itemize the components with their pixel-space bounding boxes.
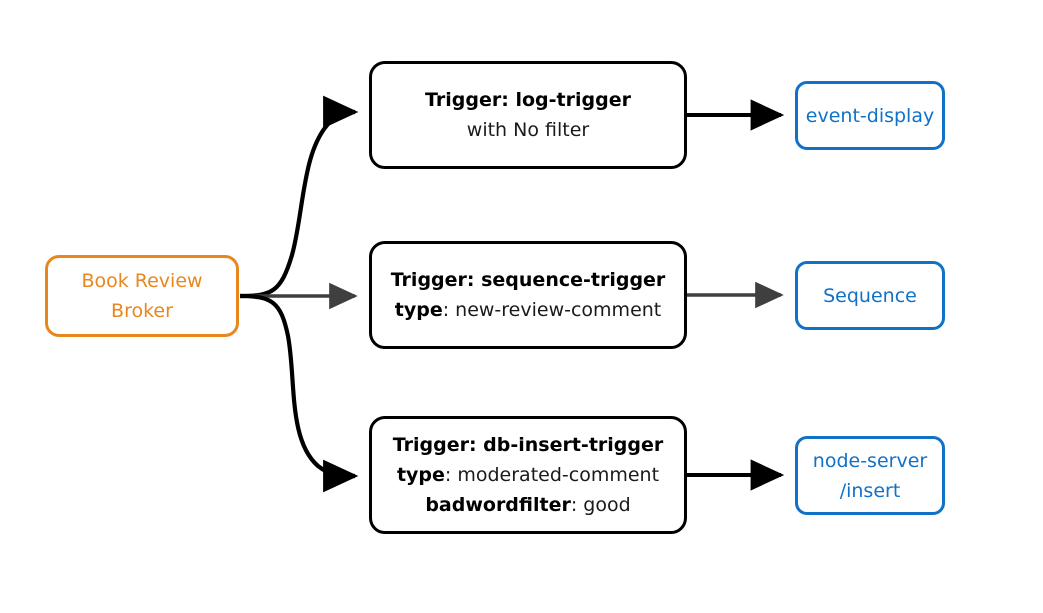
node-trigger-sequence-trigger[interactable]: Trigger: sequence-trigger type: new-revi… [369, 241, 687, 349]
target-sequence-label: Sequence [823, 284, 917, 307]
trigger-log-trigger-detail-1: with No filter [467, 115, 589, 145]
trigger-db-insert-trigger-detail-2: badwordfilter: good [425, 490, 630, 520]
trigger-sequence-trigger-title: Trigger: sequence-trigger [390, 269, 666, 291]
target-node-server-label-line2: /insert [839, 479, 901, 502]
node-target-sequence[interactable]: Sequence [795, 261, 945, 330]
trigger-sequence-trigger-detail-1: type: new-review-comment [395, 295, 662, 325]
broker-label-line2: Broker [111, 300, 173, 322]
target-event-display-label: event-display [805, 104, 935, 127]
broker-label-line1: Book Review [81, 270, 203, 292]
trigger-db-insert-trigger-title: Trigger: db-insert-trigger [392, 434, 664, 456]
trigger-sequence-trigger-detail-1-value: : new-review-comment [442, 299, 662, 321]
node-target-event-display[interactable]: event-display [795, 81, 945, 150]
trigger-db-insert-trigger-detail-2-value: : good [570, 494, 631, 516]
trigger-db-insert-trigger-detail-1: type: moderated-comment [397, 460, 659, 490]
node-book-review-broker[interactable]: Book Review Broker [45, 255, 239, 337]
edge-broker-to-log-trigger [239, 95, 359, 299]
edge-broker-to-db-insert-trigger [239, 293, 359, 493]
node-trigger-db-insert-trigger[interactable]: Trigger: db-insert-trigger type: moderat… [369, 416, 687, 534]
trigger-db-insert-trigger-detail-1-key: type [396, 464, 445, 486]
trigger-sequence-trigger-detail-1-key: type [394, 299, 443, 321]
trigger-db-insert-trigger-detail-2-key: badwordfilter [425, 494, 571, 516]
target-node-server-label-line1: node-server [812, 449, 928, 472]
node-trigger-log-trigger[interactable]: Trigger: log-trigger with No filter [369, 61, 687, 169]
node-target-node-server-insert[interactable]: node-server /insert [795, 436, 945, 515]
trigger-db-insert-trigger-detail-1-value: : moderated-comment [444, 464, 660, 486]
trigger-log-trigger-detail-1-value: with No filter [466, 119, 590, 141]
trigger-log-trigger-title: Trigger: log-trigger [425, 89, 631, 111]
